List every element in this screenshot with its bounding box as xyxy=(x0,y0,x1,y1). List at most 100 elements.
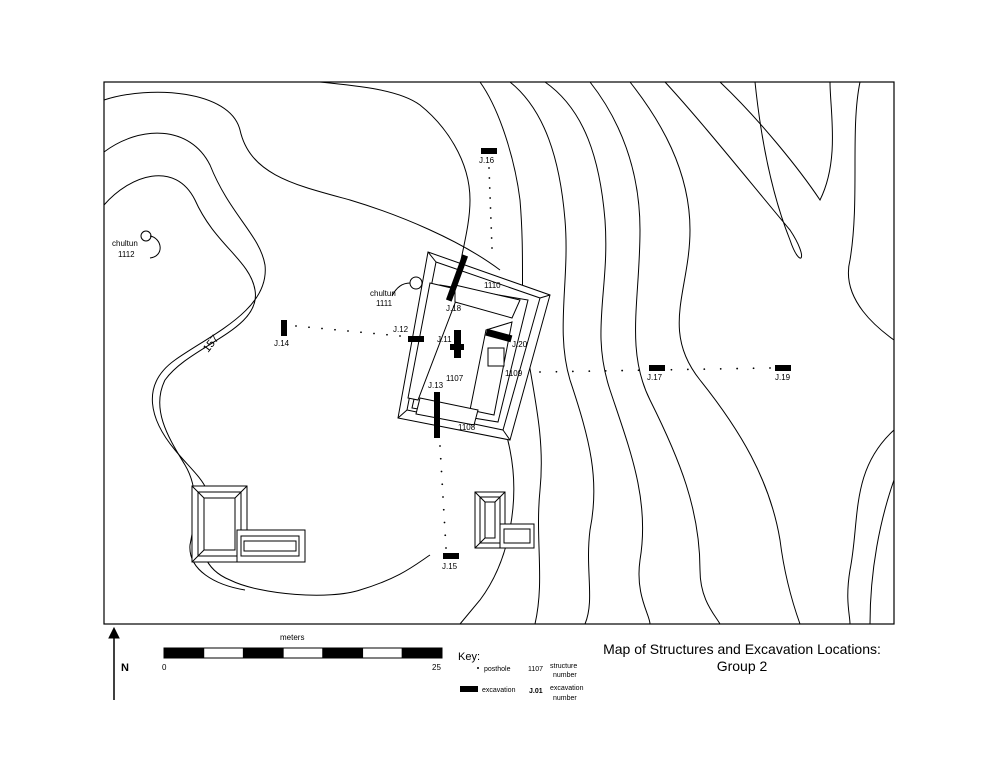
label-j12: J.12 xyxy=(393,325,409,334)
posthole-dot xyxy=(444,534,447,537)
excavation-j18 xyxy=(445,254,469,302)
key-posthole-icon xyxy=(477,667,479,669)
posthole-dot xyxy=(442,496,444,498)
posthole-dot xyxy=(439,445,441,447)
excavation-j19 xyxy=(775,365,791,371)
chultun-1111-arrow xyxy=(391,282,411,297)
posthole-dot xyxy=(670,368,673,371)
label-j18: J.18 xyxy=(446,304,462,313)
scale-segment xyxy=(163,647,205,659)
posthole-dot xyxy=(445,547,447,549)
key-structure-line2: number xyxy=(553,672,577,679)
posthole-dot xyxy=(334,328,336,331)
scale-segment xyxy=(401,647,443,659)
posthole-dot xyxy=(621,369,624,372)
posthole-dot xyxy=(490,237,493,239)
chultun-1112-arrow xyxy=(149,235,161,259)
posthole-dot xyxy=(399,335,401,337)
posthole-dot xyxy=(488,177,491,179)
structure-label-1110: 1110 xyxy=(484,281,501,290)
map-title-line2: Group 2 xyxy=(717,658,768,674)
posthole-dot xyxy=(769,367,771,369)
structure-label-1108: 1108 xyxy=(458,423,476,432)
posthole-dot xyxy=(637,369,640,372)
key-structure-line1: structure xyxy=(550,663,577,670)
label-j16: J.16 xyxy=(479,156,495,165)
posthole-dot xyxy=(347,330,349,332)
posthole-dot xyxy=(488,167,490,169)
label-j19: J.19 xyxy=(775,373,791,382)
label-j11: J.11 xyxy=(437,335,452,344)
excavation-j13 xyxy=(434,392,440,438)
posthole-dot xyxy=(719,367,722,370)
posthole-dot xyxy=(321,327,323,330)
posthole-dot xyxy=(373,332,375,335)
posthole-dot xyxy=(440,470,443,473)
chultun-1111-label: chultun xyxy=(370,289,396,298)
posthole-dot xyxy=(604,369,607,372)
north-label: N xyxy=(121,662,129,674)
structure-label-1109: 1109 xyxy=(505,369,523,378)
excavation-j20 xyxy=(485,328,513,343)
label-j14: J.14 xyxy=(274,339,290,348)
posthole-dot xyxy=(295,325,297,327)
posthole-dot xyxy=(736,367,739,370)
posthole-lines xyxy=(295,167,771,549)
scale-unit-label: meters xyxy=(280,633,304,642)
excavation-j11b xyxy=(450,344,464,350)
scale-segment xyxy=(242,647,284,659)
posthole-dot xyxy=(441,483,444,486)
structure-southwest xyxy=(191,485,306,563)
key-heading: Key: xyxy=(458,651,480,663)
label-j15: J.15 xyxy=(442,562,458,571)
contour-lines xyxy=(103,81,895,625)
excavation-j16 xyxy=(481,148,497,154)
label-j20: J.20 xyxy=(512,340,528,349)
posthole-dot xyxy=(588,370,591,373)
scale-max-label: 25 xyxy=(432,663,441,672)
posthole-dot xyxy=(686,368,689,371)
key-excavation-line1: excavation xyxy=(550,685,584,692)
posthole-dot xyxy=(490,227,493,229)
key-structure-sample: 1107 xyxy=(528,666,543,673)
posthole-dot xyxy=(489,207,492,209)
posthole-dot xyxy=(439,457,442,460)
posthole-dot xyxy=(703,368,706,371)
key-excavation-icon xyxy=(460,686,478,692)
excavation-j17 xyxy=(649,365,665,371)
posthole-dot xyxy=(442,508,445,511)
posthole-dot xyxy=(491,247,493,249)
chultun-1112-icon xyxy=(140,230,152,242)
posthole-dot xyxy=(443,521,446,524)
scale-bar xyxy=(163,647,443,659)
posthole-dot xyxy=(489,217,492,219)
posthole-dot xyxy=(539,371,541,373)
posthole-dot xyxy=(360,331,362,334)
structure-label-1107: 1107 xyxy=(446,374,464,383)
posthole-dot xyxy=(752,367,755,370)
posthole-dot xyxy=(489,197,492,199)
excavation-j15 xyxy=(443,553,459,559)
posthole-dot xyxy=(308,326,310,329)
chultun-1112-number: 1112 xyxy=(118,250,135,259)
posthole-dot xyxy=(488,187,491,189)
scale-min-label: 0 xyxy=(162,663,167,672)
structure-south xyxy=(474,491,535,549)
map-title-line1: Map of Structures and Excavation Locatio… xyxy=(603,641,881,657)
chultun-1112-label: chultun xyxy=(112,239,138,248)
label-j17: J.17 xyxy=(647,373,663,382)
excavation-j12 xyxy=(408,336,424,342)
posthole-dot xyxy=(555,370,558,373)
scale-segment xyxy=(282,647,324,659)
chultun-1111-number: 1111 xyxy=(376,299,393,308)
key-excavation-line2: number xyxy=(553,695,577,702)
label-j13: J.13 xyxy=(428,381,444,390)
scale-segment xyxy=(362,647,403,659)
scale-segment xyxy=(322,647,364,659)
scale-segment xyxy=(203,647,244,659)
key-posthole-label: posthole xyxy=(484,666,511,673)
posthole-dot xyxy=(571,370,574,373)
chultun-1111-icon xyxy=(409,276,423,290)
north-arrow-icon xyxy=(108,626,120,700)
